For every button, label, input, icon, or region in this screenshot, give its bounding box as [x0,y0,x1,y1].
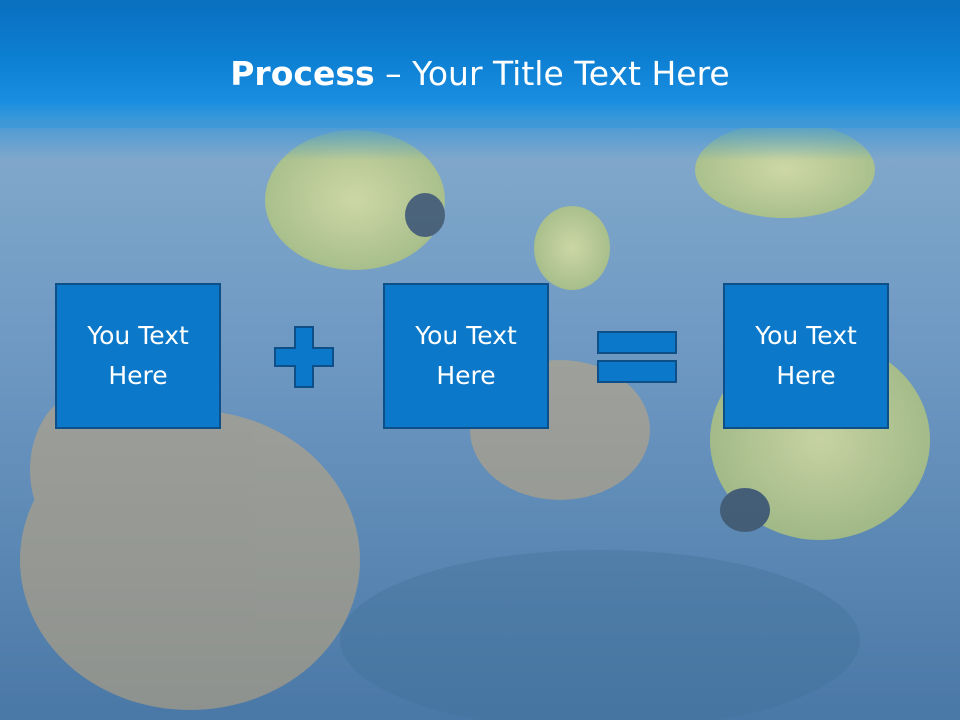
slide-title[interactable]: Process – Your Title Text Here [0,52,960,96]
title-bar [0,0,960,128]
process-box-1[interactable]: You Text Here [55,283,221,429]
title-bar-fade [0,120,960,160]
plus-icon [274,326,334,388]
equals-icon [597,331,677,383]
process-box-3-text: You Text Here [755,321,857,390]
process-box-2-text: You Text Here [415,321,517,390]
process-box-1-text: You Text Here [87,321,189,390]
title-rest-text: – Your Title Text Here [374,54,730,93]
title-bold-text: Process [230,54,375,93]
process-box-3[interactable]: You Text Here [723,283,889,429]
process-box-2[interactable]: You Text Here [383,283,549,429]
